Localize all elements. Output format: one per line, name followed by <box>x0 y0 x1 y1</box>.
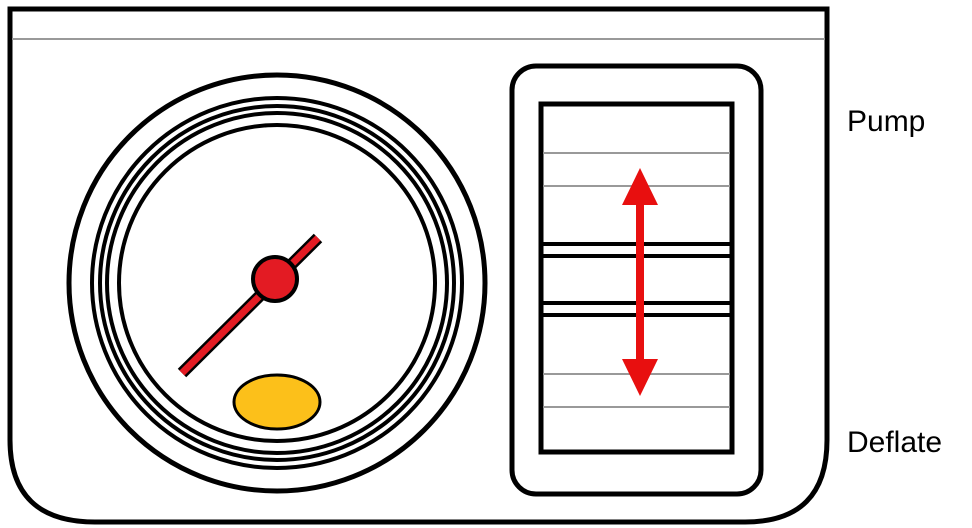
pressure-gauge-icon <box>69 75 485 491</box>
pump-label: Pump <box>847 107 925 137</box>
gauge-indicator-light <box>234 375 320 429</box>
deflate-label: Deflate <box>847 428 942 458</box>
gauge-needle-hub <box>253 257 297 301</box>
